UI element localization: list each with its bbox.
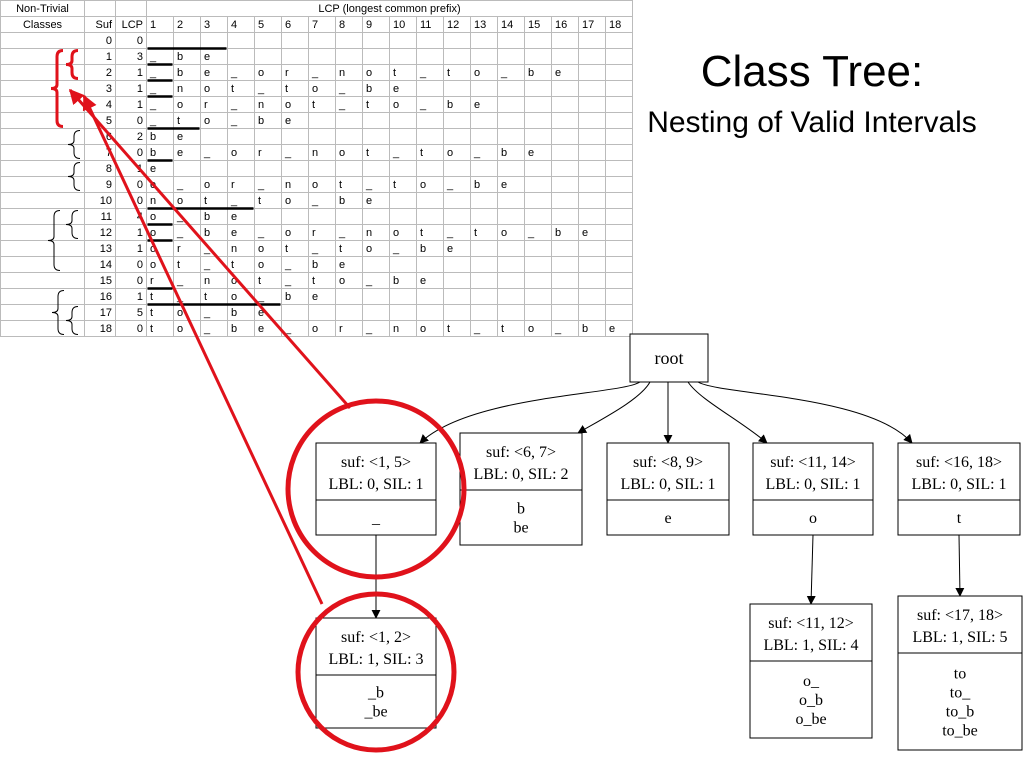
slide-subtitle: Nesting of Valid Intervals [647, 106, 977, 139]
suf-cell: 16 [84, 288, 116, 305]
tree-node-n1112: suf: <11, 12> LBL: 1, SIL: 4 o_ o_b o_be [749, 603, 873, 739]
node-lbl-label: LBL: 1, SIL: 3 [328, 651, 423, 668]
node-box [459, 432, 583, 546]
highlight-circle-n12 [295, 591, 457, 753]
node-lbl-label: LBL: 0, SIL: 1 [911, 476, 1006, 493]
node-suf-label: suf: <1, 5> [341, 454, 411, 471]
brace-11-12 [65, 210, 79, 239]
node-box [315, 617, 437, 729]
brace-8-9 [67, 162, 81, 191]
root-node [629, 333, 709, 383]
node-lbl-label: LBL: 0, SIL: 1 [328, 476, 423, 493]
node-substring: _be [363, 704, 387, 721]
node-substring: to_b [946, 704, 974, 721]
char-cell: _ [281, 320, 309, 337]
node-box [752, 442, 874, 536]
brace-6-7 [67, 130, 81, 159]
tree-node-n67: suf: <6, 7> LBL: 0, SIL: 2 b be [459, 432, 583, 546]
node-suf-label: suf: <8, 9> [633, 454, 703, 471]
edge-root-n67 [577, 381, 651, 434]
brace-1-2 [65, 49, 79, 80]
node-box [315, 442, 437, 536]
node-suf-label: suf: <6, 7> [486, 444, 556, 461]
brace-16-18 [51, 290, 65, 335]
tree-node-n15: suf: <1, 5> LBL: 0, SIL: 1 _ [315, 442, 437, 536]
lcp-header: LCP [115, 16, 147, 33]
tree-node-n12: suf: <1, 2> LBL: 1, SIL: 3 _b _be [315, 617, 437, 729]
tree-node-n89: suf: <8, 9> LBL: 0, SIL: 1 e [606, 442, 730, 536]
node-substring: o_ [803, 673, 820, 690]
suf-header: Suf [84, 16, 116, 33]
node-substring: _ [371, 510, 381, 527]
node-box [897, 595, 1023, 751]
brace-11-14 [47, 210, 61, 271]
node-lbl-label: LBL: 1, SIL: 5 [912, 629, 1007, 646]
lcp-cell: 0 [115, 320, 147, 337]
node-suf-label: suf: <1, 2> [341, 629, 411, 646]
node-lbl-label: LBL: 0, SIL: 1 [620, 476, 715, 493]
char-cell: e [605, 320, 633, 337]
brace-1-5 [50, 49, 64, 128]
char-cell: b [578, 320, 606, 337]
node-suf-label: suf: <11, 12> [768, 615, 853, 632]
slide-title: Class Tree: [700, 47, 924, 96]
char-cell: b [227, 320, 255, 337]
node-lbl-label: LBL: 0, SIL: 2 [473, 466, 568, 483]
node-suf-label: suf: <16, 18> [916, 454, 1002, 471]
node-substring: to_ [950, 685, 971, 702]
node-substring: to [954, 666, 966, 683]
highlight-circle-n15 [285, 398, 467, 580]
tree-node-n1114: suf: <11, 14> LBL: 0, SIL: 1 o [752, 442, 874, 536]
tree-node-n1718: suf: <17, 18> LBL: 1, SIL: 5 to to_ to_b to_b… [897, 595, 1023, 751]
node-substring: o_b [799, 692, 823, 709]
node-substring: e [664, 510, 671, 527]
edge-n1618-n1718 [955, 534, 965, 597]
edge-n1114-n1112 [806, 534, 816, 605]
node-box [749, 603, 873, 739]
node-box [606, 442, 730, 536]
node-lbl-label: LBL: 0, SIL: 1 [765, 476, 860, 493]
node-substring: o_be [795, 711, 826, 728]
edge-root-n15 [419, 381, 641, 444]
char-cell: t [443, 320, 471, 337]
edge-root-n1114 [687, 381, 768, 444]
node-box [897, 442, 1021, 536]
root-label: root [655, 348, 684, 368]
char-cell: o [308, 320, 336, 337]
node-substring: to_be [942, 723, 978, 740]
edge-root-n1618 [697, 381, 913, 444]
suf-cell: 18 [84, 320, 116, 337]
node-substring: b [517, 501, 525, 518]
node-substring: be [513, 520, 528, 537]
node-substring: t [957, 510, 962, 527]
tree-node-n1618: suf: <16, 18> LBL: 0, SIL: 1 t [897, 442, 1021, 536]
pointer-arrow-1-5 [68, 88, 352, 409]
node-lbl-label: LBL: 1, SIL: 4 [763, 637, 858, 654]
pointer-arrow-1-2 [82, 94, 324, 605]
brace-17-18 [65, 306, 79, 335]
node-suf-label: suf: <17, 18> [917, 607, 1003, 624]
node-substring: _b [367, 685, 384, 702]
node-substring: o [809, 510, 817, 527]
column-header: 17 [578, 16, 606, 33]
node-suf-label: suf: <11, 14> [770, 454, 855, 471]
